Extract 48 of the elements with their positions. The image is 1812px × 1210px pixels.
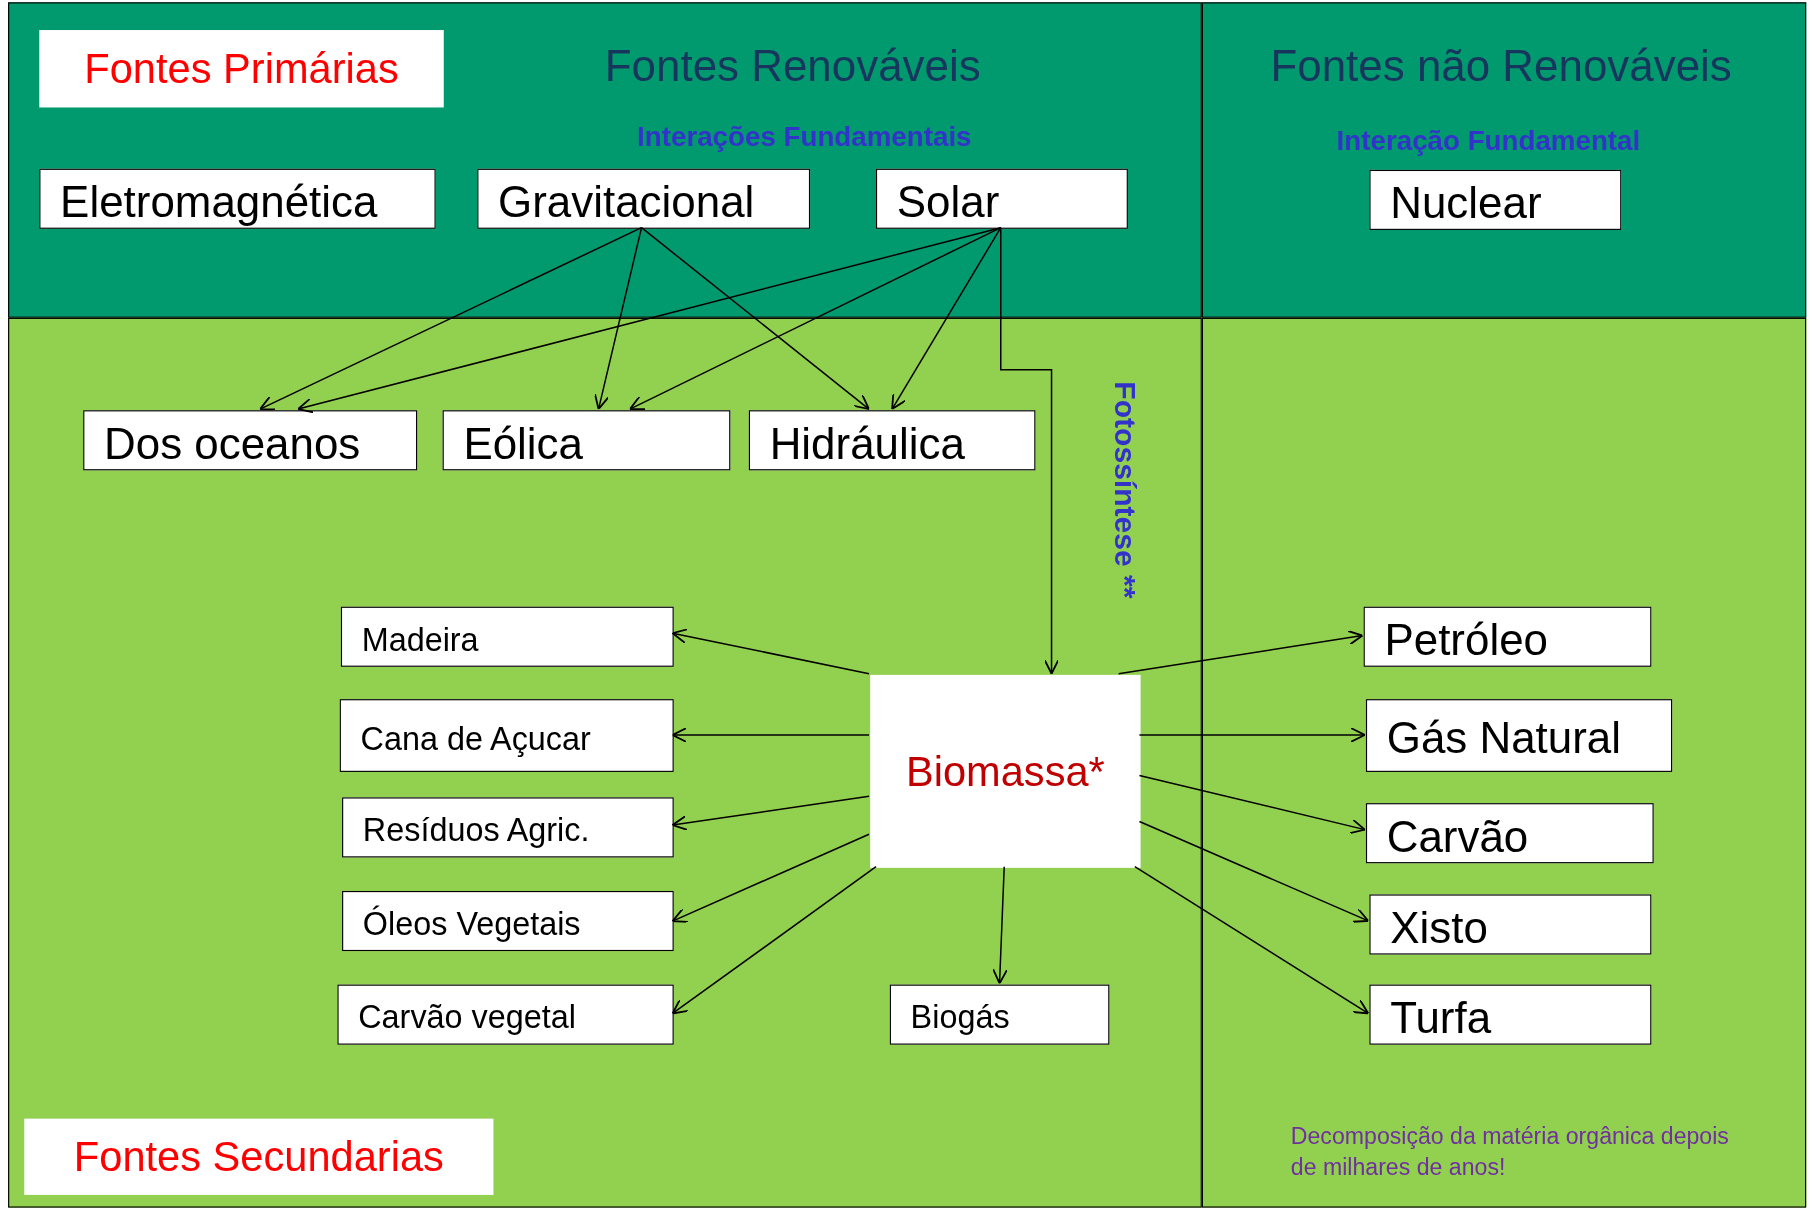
- arrow: [297, 226, 1002, 414]
- arrow: [891, 226, 1002, 410]
- region-panel: [1201, 317, 1807, 1208]
- source-box: Xisto: [1369, 894, 1652, 955]
- arrow: [594, 226, 643, 410]
- arrow: [671, 865, 877, 1015]
- region-panel: [8, 2, 1202, 318]
- arrow: [992, 865, 1008, 985]
- arrow: [671, 833, 870, 923]
- section-subheading: Interações Fundamentais: [637, 121, 972, 152]
- note-text: Decomposição da matéria orgânica depois de milhares de anos!: [1290, 1122, 1730, 1182]
- source-box: Carvão: [1365, 803, 1654, 864]
- source-box: Cana de Açucar: [339, 699, 674, 772]
- source-box: Biogás: [889, 984, 1110, 1045]
- title-tag: Fontes Primárias: [39, 30, 444, 108]
- source-box: Hidráulica: [748, 410, 1036, 471]
- source-box: Turfa: [1369, 984, 1652, 1045]
- source-box: Resíduos Agric.: [342, 797, 674, 858]
- arrow: [1138, 727, 1366, 743]
- arrow: [671, 795, 870, 831]
- arrow: [1117, 630, 1364, 675]
- central-box: Biomassa*: [870, 674, 1141, 868]
- arrow: [1138, 820, 1370, 923]
- section-subheading: Interação Fundamental: [1336, 125, 1641, 157]
- source-box: Eólica: [442, 410, 731, 471]
- source-box: Dos oceanos: [83, 410, 418, 471]
- section-heading: Fontes Renováveis: [604, 42, 981, 92]
- source-box: Gás Natural: [1365, 699, 1673, 772]
- arrow: [671, 628, 870, 675]
- arrow: [1138, 774, 1366, 835]
- title-tag: Fontes Secundarias: [24, 1118, 494, 1195]
- source-box: Petróleo: [1363, 606, 1652, 667]
- region-panel: [8, 317, 1202, 1208]
- source-box: Nuclear: [1369, 169, 1622, 230]
- source-box: Eletromagnética: [39, 168, 436, 229]
- source-box: Gravitacional: [477, 168, 811, 229]
- source-box: Carvão vegetal: [337, 984, 674, 1045]
- arrow: [629, 226, 1002, 411]
- arrow: [640, 226, 870, 410]
- arrow: [259, 226, 643, 411]
- section-heading: Fontes não Renováveis: [1270, 42, 1732, 92]
- source-box: Solar: [875, 168, 1128, 229]
- arrow: [671, 727, 870, 743]
- source-box: Óleos Vegetais: [342, 891, 674, 952]
- region-panel: [1201, 2, 1807, 318]
- arrow: [1000, 226, 1060, 675]
- arrow: [1134, 865, 1370, 1015]
- source-box: Madeira: [340, 606, 674, 667]
